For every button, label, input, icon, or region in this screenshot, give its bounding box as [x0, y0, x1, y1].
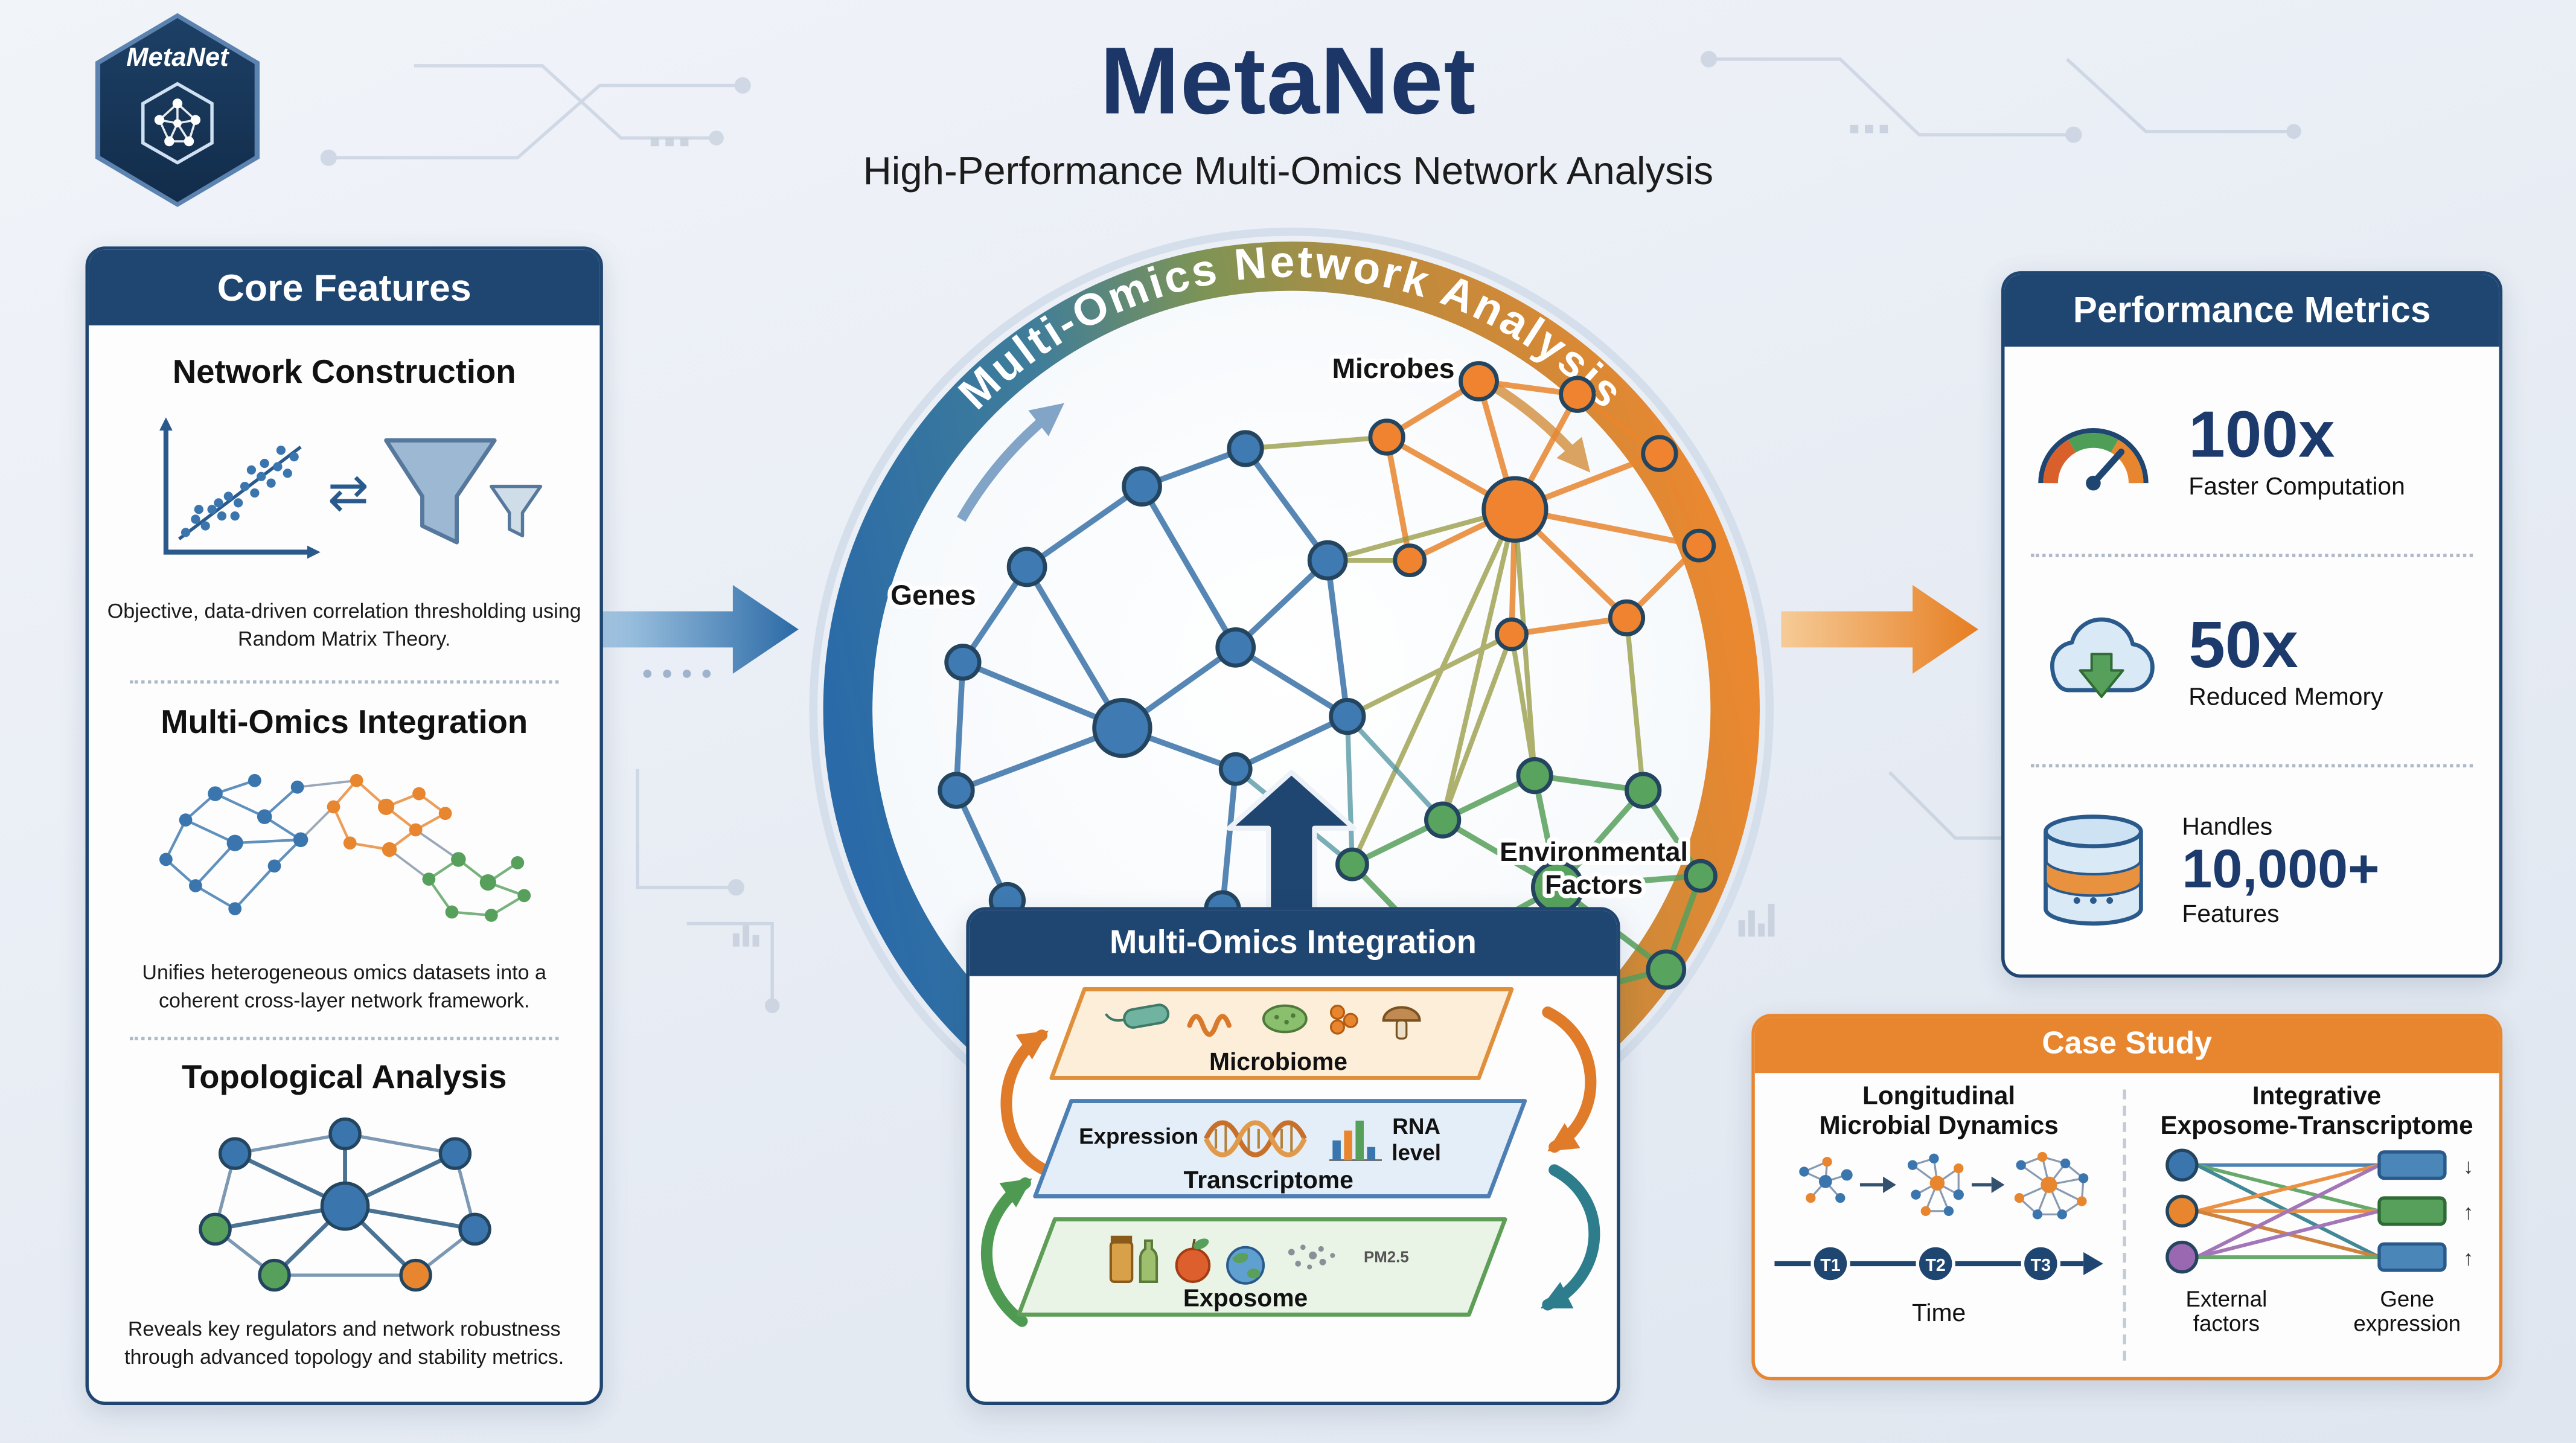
environment-label-line2: Factors [1545, 869, 1643, 900]
rna-bar-chart-icon [1329, 1121, 1382, 1161]
metric-suffix: Features [2182, 901, 2280, 929]
transcriptome-label: Transcriptome [1184, 1166, 1354, 1194]
logo-network-icon [141, 82, 214, 165]
database-icon [2044, 814, 2143, 926]
gene-expression-label-line2: expression [2353, 1311, 2461, 1337]
external-factors-label-line2: factors [2193, 1311, 2260, 1337]
metric-value: 10,000+ [2182, 837, 2380, 898]
metanet-logo: MetaNet [95, 13, 260, 207]
cycle-arrows [980, 1006, 1600, 1327]
external-factors-label-line1: External [2185, 1286, 2268, 1311]
feature-description: Unifies heterogeneous omics datasets int… [142, 961, 546, 1013]
feature-network-construction: Network Construction ⇄ [105, 335, 583, 674]
divider [129, 680, 560, 685]
genes-label: Genes [890, 580, 976, 611]
feature-heading: Topological Analysis [182, 1060, 507, 1096]
time-axis-label: Time [1911, 1299, 1966, 1328]
metric-value: 100x [2188, 398, 2335, 471]
swap-arrows-icon: ⇄ [327, 465, 368, 520]
network-evolution-diagram [1799, 1151, 2089, 1219]
dna-icon [1204, 1120, 1307, 1157]
divider [2031, 554, 2473, 557]
integrative-heading-line1: Integrative [2252, 1083, 2382, 1111]
feature-description: Objective, data-driven correlation thres… [107, 600, 581, 651]
pm25-label: PM2.5 [1364, 1249, 1409, 1265]
integration-title: Multi-Omics Integration [969, 910, 1617, 976]
metric-features-capacity: Handles 10,000+ Features [2004, 767, 2499, 974]
exposome-layer: PM2.5 Exposome [1017, 1217, 1507, 1317]
regulation-up-icon: ↑ [2463, 1200, 2474, 1223]
environment-label-line1: Environmental [1500, 836, 1688, 867]
divider [2123, 1089, 2126, 1361]
bipartite-network-diagram: ↓ ↑ ↑ [2165, 1148, 2474, 1273]
feature-description: Reveals key regulators and network robus… [124, 1317, 564, 1369]
microbes-label: Microbes [1332, 353, 1454, 384]
logo-wordmark: MetaNet [126, 44, 229, 72]
divider [2031, 764, 2473, 768]
page-subtitle: High-Performance Multi-Omics Network Ana… [863, 149, 1714, 194]
flow-arrow-right [1781, 584, 1978, 674]
bipartite-labels: External factors Gene expression [2136, 1286, 2498, 1337]
scatter-funnel-icon: ⇄ [158, 417, 542, 558]
metanet-logo-hexagon: MetaNet [100, 18, 255, 202]
page-title: MetaNet [1100, 28, 1477, 135]
integration-up-arrow [1226, 770, 1357, 920]
gene-expression-label-line1: Gene [2380, 1286, 2435, 1311]
core-features-title: Core Features [88, 249, 600, 325]
flow-arrow-left [601, 584, 799, 678]
exposome-label: Exposome [1183, 1284, 1308, 1312]
metric-prefix: Handles [2182, 813, 2273, 841]
metric-faster-computation: 100x Faster Computation [2004, 347, 2499, 554]
case-study-panel: Case Study Longitudinal Microbial Dynami… [1751, 1014, 2503, 1381]
timeline: T1 T2 T3 [1774, 1243, 2103, 1283]
expression-label: Expression [1079, 1124, 1198, 1148]
microbe-cluster-nodes [1368, 361, 1716, 651]
longitudinal-case: Longitudinal Microbial Dynamics [1755, 1073, 2123, 1377]
header: MetaNet High-Performance Multi-Omics Net… [0, 27, 2576, 196]
timepoint-t1: T1 [1820, 1255, 1840, 1275]
feature-heading: Network Construction [172, 355, 516, 392]
microbiome-layer: Microbiome [1049, 987, 1514, 1080]
feature-topological-analysis: Topological Analysis [105, 1046, 583, 1386]
timepoint-t3: T3 [2031, 1255, 2051, 1275]
omics-layers-diagram: Microbiome Expression [980, 987, 1600, 1327]
metric-label: Reduced Memory [2188, 682, 2383, 711]
timepoint-t2: T2 [1925, 1255, 1945, 1275]
feature-multi-omics-integration: Multi-Omics Integration [105, 691, 583, 1030]
speedometer-icon [2038, 428, 2149, 491]
multi-cluster-network-icon [158, 774, 530, 923]
performance-metrics-panel: Performance Metrics 100x Faster Computat… [2001, 271, 2503, 978]
performance-metrics-title: Performance Metrics [2004, 274, 2499, 347]
metric-value: 50x [2188, 609, 2298, 682]
core-features-panel: Core Features Network Construction [85, 246, 603, 1406]
metric-label: Faster Computation [2188, 472, 2405, 501]
microbe-icons [1105, 1003, 1421, 1040]
case-study-body: Longitudinal Microbial Dynamics [1755, 1073, 2499, 1377]
rna-label-line1: RNA [1392, 1114, 1440, 1139]
longitudinal-heading-line2: Microbial Dynamics [1819, 1112, 2059, 1141]
metric-reduced-memory: 50x Reduced Memory [2004, 557, 2499, 764]
regulation-down-icon: ↓ [2463, 1154, 2474, 1177]
regulation-up-icon: ↑ [2463, 1246, 2474, 1270]
feature-heading: Multi-Omics Integration [161, 705, 528, 742]
microbiome-label: Microbiome [1209, 1048, 1347, 1075]
evolution-arrows [1859, 1176, 2005, 1192]
integrative-case: Integrative Exposome-Transcriptome [2126, 1073, 2499, 1377]
transcriptome-layer: Expression RNA level Tra [1033, 1099, 1527, 1198]
divider [129, 1036, 560, 1040]
longitudinal-heading-line1: Longitudinal [1862, 1083, 2016, 1111]
core-features-body: Network Construction ⇄ [89, 325, 599, 1402]
exposome-icons: PM2.5 [1109, 1235, 1409, 1285]
case-study-title: Case Study [1754, 1017, 2499, 1073]
integrative-heading-line2: Exposome-Transcriptome [2160, 1112, 2473, 1141]
hub-network-icon [197, 1118, 491, 1293]
rna-label-line2: level [1392, 1141, 1441, 1165]
cloud-download-icon [2050, 617, 2155, 699]
integration-panel: Multi-Omics Integration [966, 907, 1620, 1406]
